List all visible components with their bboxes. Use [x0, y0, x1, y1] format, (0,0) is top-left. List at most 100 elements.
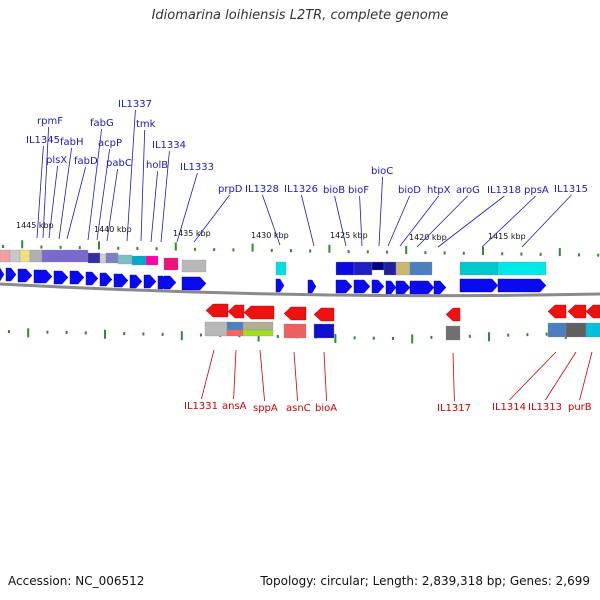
- scale-tick: [257, 332, 260, 342]
- forward-gene-label: tmk: [136, 119, 156, 130]
- label-leader-line: [106, 168, 118, 242]
- forward-scale-ticks: [2, 240, 600, 257]
- label-leader-line: [521, 194, 572, 248]
- reverse-gene-arrow: [283, 306, 307, 321]
- scale-tick: [430, 335, 433, 339]
- forward-gene-arrow: [459, 278, 499, 293]
- forward-gene-label: rpmF: [37, 116, 63, 127]
- forward-gene-label: IL1326: [284, 184, 318, 195]
- label-leader-line: [378, 176, 383, 247]
- scale-tick: [578, 253, 580, 257]
- label-leader-line: [259, 349, 265, 402]
- label-leader-line: [58, 147, 72, 240]
- label-leader-line: [193, 194, 230, 243]
- forward-gene-arrow: [113, 273, 129, 288]
- forward-feature-blocks: [0, 249, 547, 276]
- label-leader-line: [509, 351, 557, 401]
- forward-gene-arrow: [371, 279, 385, 294]
- scale-tick: [328, 244, 331, 253]
- forward-gene-label: bioC: [371, 166, 393, 177]
- scale-tick: [462, 251, 465, 255]
- feature-block: [131, 255, 147, 266]
- label-leader-line: [359, 195, 363, 247]
- forward-gene-label: IL1315: [554, 184, 588, 195]
- reverse-gene-arrow: [567, 304, 587, 319]
- forward-gene-label: fabD: [74, 156, 98, 167]
- label-leader-line: [293, 351, 298, 402]
- forward-gene-arrow: [17, 268, 33, 283]
- scale-tick: [482, 247, 484, 255]
- feature-block: [497, 261, 547, 276]
- reverse-gene-label: IL1313: [528, 402, 562, 413]
- scale-tick: [155, 247, 158, 251]
- forward-gene-arrow: [395, 280, 411, 295]
- scale-tick: [200, 333, 202, 337]
- forward-gene-arrow: [307, 279, 317, 294]
- forward-gene-arrow: [335, 279, 353, 294]
- label-leader-line: [201, 349, 215, 400]
- scale-label: 1435 kbp: [173, 229, 211, 238]
- feature-block: [383, 261, 397, 276]
- forward-gene-arrow: [129, 274, 143, 289]
- scale-tick: [232, 248, 235, 252]
- label-leader-line: [66, 166, 86, 240]
- forward-gene-label: IL1318: [487, 185, 521, 196]
- scale-tick: [104, 329, 106, 339]
- forward-gene-arrow: [163, 275, 177, 290]
- feature-block: [242, 329, 274, 337]
- reverse-gene-label: IL1317: [437, 403, 471, 414]
- forward-gene-label: pabC: [106, 158, 132, 169]
- scale-tick: [174, 242, 177, 251]
- scale-tick: [520, 252, 523, 256]
- reverse-gene-label: sppA: [253, 403, 278, 414]
- feature-block: [0, 249, 11, 263]
- forward-label-leaders: [36, 109, 572, 248]
- label-leader-line: [579, 351, 593, 401]
- label-leader-line: [96, 148, 110, 241]
- accession-text: Accession: NC_006512: [8, 574, 145, 588]
- reverse-gene-arrow: [313, 307, 335, 322]
- scale-tick: [27, 328, 30, 338]
- reverse-gene-label: bioA: [315, 403, 337, 414]
- label-leader-line: [301, 194, 315, 247]
- forward-gene-arrow: [181, 276, 207, 291]
- forward-gene-label: IL1345: [26, 135, 60, 146]
- scale-tick: [290, 249, 292, 253]
- scale-tick: [405, 245, 408, 254]
- scale-tick: [366, 250, 369, 254]
- scale-tick: [40, 245, 43, 249]
- forward-gene-label: fabH: [60, 137, 84, 148]
- label-leader-line: [233, 349, 237, 400]
- feature-block: [41, 249, 89, 263]
- reverse-gene-arrow: [227, 304, 245, 319]
- reverse-gene-label: IL1331: [184, 401, 218, 412]
- feature-block: [459, 261, 499, 276]
- scale-tick: [117, 246, 120, 250]
- scale-tick: [78, 246, 81, 250]
- genome-backbone: [0, 282, 600, 298]
- forward-gene-label: bioB: [323, 185, 345, 196]
- feature-block: [353, 261, 373, 276]
- scale-tick: [558, 248, 561, 257]
- feature-block: [204, 321, 228, 337]
- scale-tick: [334, 333, 337, 343]
- feature-block: [445, 325, 461, 341]
- label-leader-line: [176, 172, 198, 243]
- forward-gene-label: IL1333: [180, 162, 214, 173]
- forward-gene-label: plsX: [46, 155, 67, 166]
- forward-gene-arrow: [99, 272, 113, 287]
- scale-tick: [526, 333, 529, 337]
- label-leader-line: [126, 109, 136, 242]
- forward-gene-arrow: [433, 280, 447, 295]
- reverse-label-leaders: [201, 349, 593, 402]
- reverse-gene-arrow: [205, 303, 229, 318]
- feature-block: [226, 329, 244, 337]
- feature-block: [275, 261, 287, 276]
- forward-gene-label: htpX: [427, 185, 451, 196]
- feature-block: [371, 261, 385, 271]
- scale-label: 1440 kbp: [94, 225, 132, 234]
- scale-tick: [507, 333, 510, 337]
